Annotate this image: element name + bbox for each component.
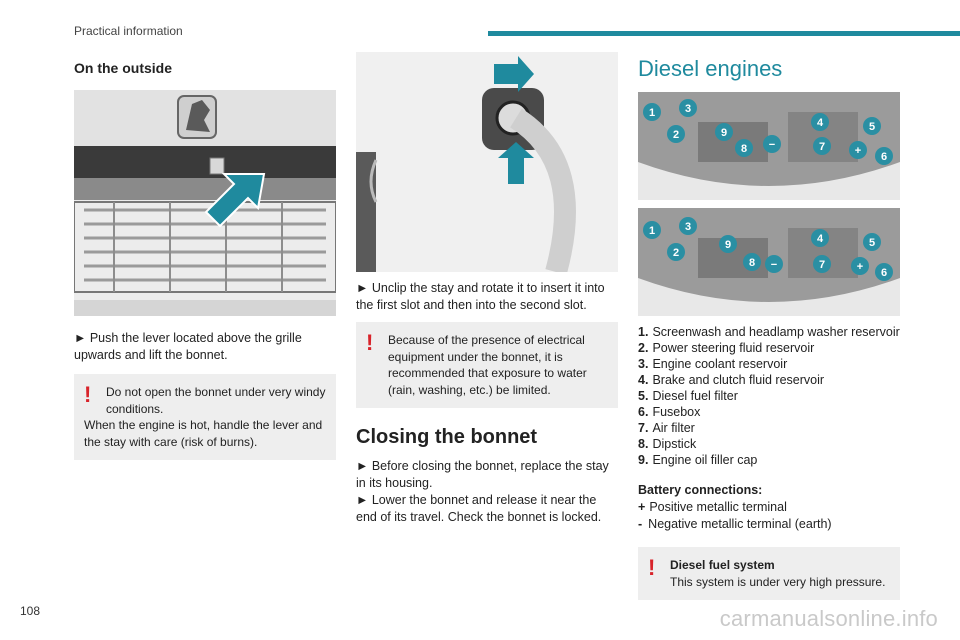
diesel-engines-title: Diesel engines — [638, 56, 783, 81]
callout-label: 9 — [725, 239, 731, 251]
stay-illustration — [356, 52, 618, 272]
list-item: 9.Engine oil filler cap — [638, 453, 758, 467]
battery-negative: -Negative metallic terminal (earth) — [638, 517, 832, 531]
warning-text-water: Because of the presence of electrical eq… — [388, 333, 587, 397]
callout-label: + — [857, 261, 863, 273]
warning-exclamation-icon: ! — [84, 382, 92, 407]
site-watermark: carmanualsonline.info — [719, 606, 938, 631]
warning-title-diesel: Diesel fuel system — [670, 558, 775, 572]
unclip-stay-instruction: ► Unclip the stay and rotate it to inser… — [356, 281, 605, 312]
callout-label: 4 — [817, 233, 824, 245]
callout-label: 1 — [649, 225, 655, 237]
warning-box-diesel: ! Diesel fuel system This system is unde… — [638, 547, 900, 600]
subheading-on-the-outside: On the outside — [74, 60, 172, 76]
callout-label: 2 — [673, 247, 679, 259]
push-lever-instruction: ► Push the lever located above the grill… — [74, 331, 302, 362]
callout-label: 2 — [673, 129, 679, 141]
push-arrow-icon — [204, 173, 266, 228]
closing-bonnet-heading: Closing the bonnet — [356, 426, 538, 448]
callout-label: 5 — [869, 121, 875, 133]
callout-label: 1 — [649, 107, 655, 119]
list-item: 6.Fusebox — [638, 405, 701, 419]
callout-label: 3 — [685, 103, 691, 115]
warning-box-bonnet: ! Do not open the bonnet under very wind… — [74, 374, 336, 460]
callout-label: 6 — [881, 267, 887, 279]
closing-step-1: ► Before closing the bonnet, replace the… — [356, 459, 609, 490]
callout-label: 4 — [817, 117, 824, 129]
warning-box-water: ! Because of the presence of electrical … — [356, 322, 618, 408]
warning-text-diesel: This system is under very high pressure. — [670, 574, 886, 589]
engine-diagram-2: 1 2 3 9 8 − 4 7 5 + 6 — [638, 208, 900, 316]
list-item: 2.Power steering fluid reservoir — [638, 341, 815, 355]
list-item: 3.Engine coolant reservoir — [638, 357, 788, 371]
callout-label: 5 — [869, 237, 875, 249]
list-item: 5.Diesel fuel filter — [638, 389, 738, 403]
callout-label: 8 — [741, 143, 747, 155]
engine-bay-image-2: 1 2 3 9 8 − 4 7 5 + 6 — [638, 208, 900, 316]
battery-connections-heading: Battery connections: — [638, 483, 763, 497]
grille-illustration — [74, 90, 336, 316]
running-header: Practical information — [74, 24, 183, 38]
warning-exclamation-icon: ! — [366, 330, 374, 355]
callout-label: 7 — [819, 141, 825, 153]
battery-positive: +Positive metallic terminal — [638, 500, 787, 514]
callout-label: 6 — [881, 151, 887, 163]
arrow-right-icon — [494, 56, 534, 92]
list-item: 8.Dipstick — [638, 437, 697, 451]
callout-label: + — [855, 145, 861, 157]
column-stay: ► Unclip the stay and rotate it to inser… — [356, 52, 618, 526]
callout-label: 8 — [749, 257, 755, 269]
warning-text-windy: Do not open the bonnet under very windy … — [106, 385, 326, 416]
warning-exclamation-icon: ! — [648, 555, 656, 580]
engine-bay-image-1: 1 2 3 9 8 − 4 7 5 + 6 — [638, 92, 900, 200]
list-item: 1.Screenwash and headlamp washer reservo… — [638, 325, 900, 339]
callout-label: − — [771, 259, 777, 271]
list-item: 7.Air filter — [638, 421, 695, 435]
callout-label: 3 — [685, 221, 691, 233]
column-diesel-engines: Diesel engines 1 2 3 9 8 − 4 7 5 + 6 — [638, 56, 900, 600]
arrow-up-icon — [498, 142, 534, 184]
callout-label: 9 — [721, 127, 727, 139]
warning-text-hot: When the engine is hot, handle the lever… — [84, 418, 323, 449]
bonnet-lever-image — [74, 90, 336, 316]
callout-label: 7 — [819, 259, 825, 271]
list-item: 4.Brake and clutch fluid reservoir — [638, 373, 825, 387]
engine-diagram-1: 1 2 3 9 8 − 4 7 5 + 6 — [638, 92, 900, 200]
engine-components-list: 1.Screenwash and headlamp washer reservo… — [638, 324, 900, 468]
bonnet-stay-image — [356, 52, 618, 272]
page-number: 108 — [20, 604, 41, 618]
callout-label: − — [769, 139, 775, 151]
peugeot-lion-logo — [177, 95, 217, 139]
column-on-the-outside: On the outside — [74, 56, 336, 460]
closing-step-2: ► Lower the bonnet and release it near t… — [356, 493, 602, 524]
header-accent-bar — [488, 31, 960, 36]
